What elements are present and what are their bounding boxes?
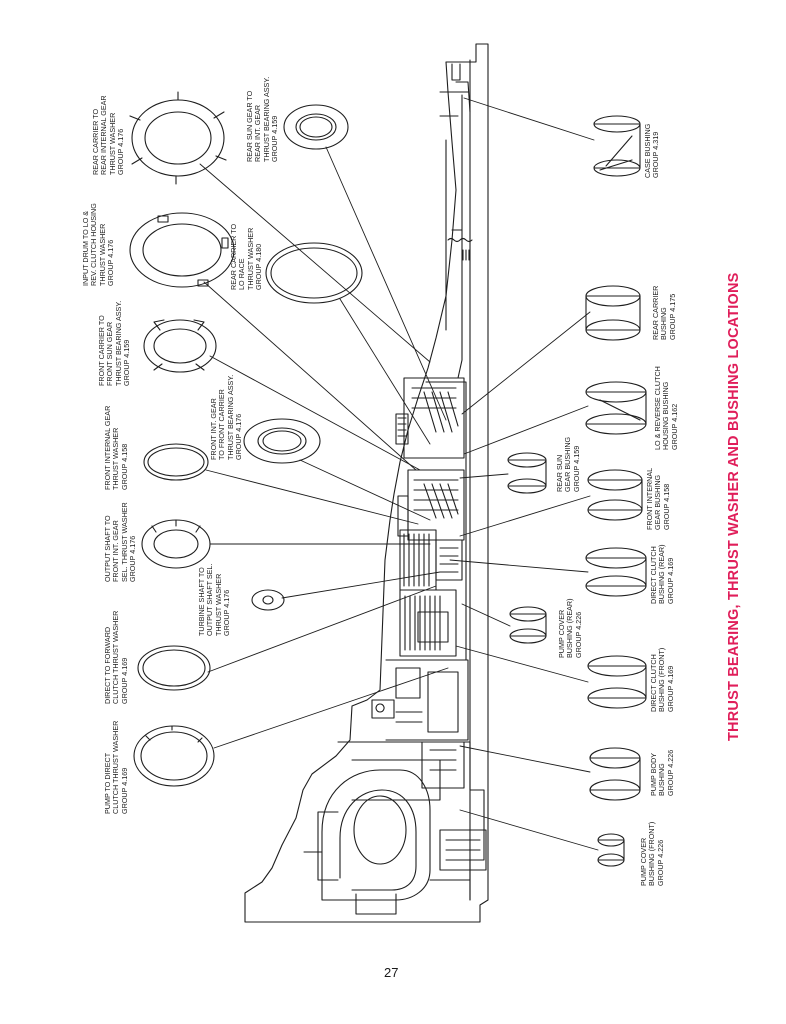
rear-carrier-bushing <box>585 285 641 341</box>
page-number: 27 <box>384 965 399 980</box>
pump-direct-clutch-washer <box>133 725 215 787</box>
turbine-shaft-washer <box>251 589 285 611</box>
leader-lines <box>199 97 599 851</box>
front-internal-gear-washer <box>143 443 209 481</box>
output-shaft-washer <box>141 519 211 569</box>
thrust-washers <box>129 91 363 787</box>
pump-body-bushing <box>589 747 641 801</box>
case-bushing <box>593 115 641 177</box>
rear-carrier-lo-race-washer <box>265 242 363 304</box>
rear-sun-gear-bearing <box>283 104 349 150</box>
bushings <box>507 115 647 867</box>
page-title: THRUST BEARING, THRUST WASHER AND BUSHIN… <box>726 272 742 741</box>
rear-carrier-rear-internal-gear-washer <box>129 91 227 185</box>
direct-clutch-front-bushing <box>587 655 647 709</box>
direct-forward-clutch-washer <box>137 645 211 691</box>
rear-sun-gear-bushing <box>507 452 547 494</box>
pump-cover-front-bushing <box>597 833 625 867</box>
front-carrier-sun-gear-bearing <box>143 319 217 373</box>
input-drum-washer <box>129 212 235 288</box>
front-int-gear-carrier-bearing <box>243 418 321 464</box>
transmission-housing <box>244 43 489 923</box>
pump-cover-rear-bushing <box>509 606 547 644</box>
lo-reverse-bushing <box>585 381 647 435</box>
front-internal-gear-bushing <box>587 469 643 521</box>
direct-clutch-rear-bushing <box>585 547 647 597</box>
